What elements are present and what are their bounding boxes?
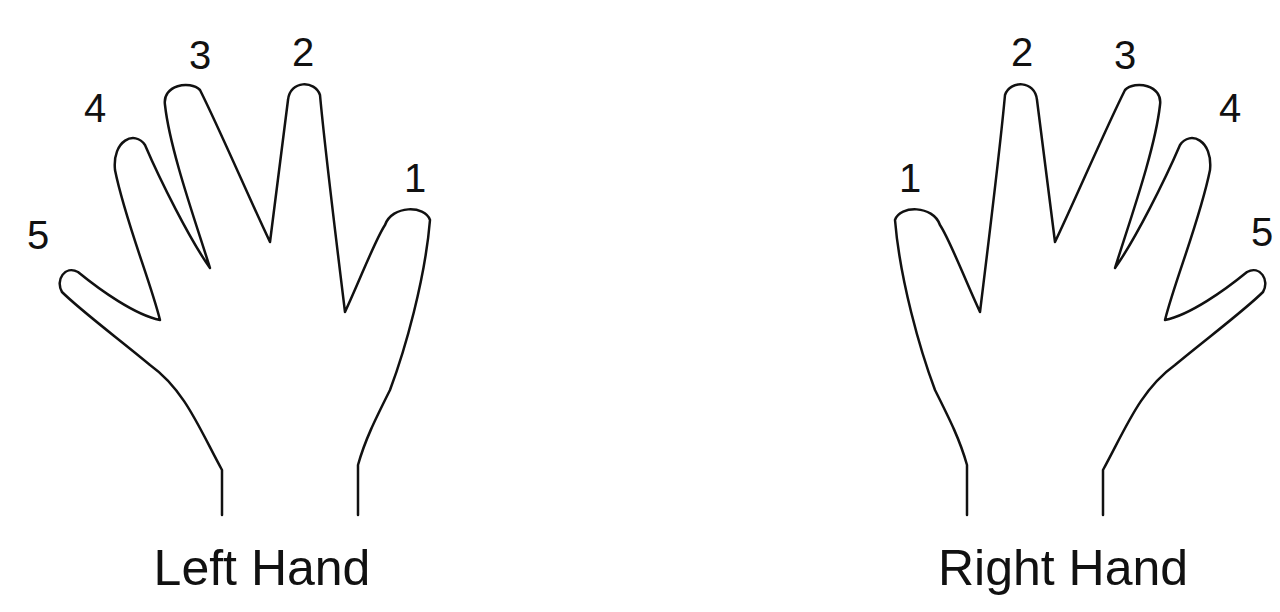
hand-label: Left Hand [154,541,371,596]
hand-label: Right Hand [938,541,1188,596]
left-hand-outline [60,84,430,515]
finger-number: 3 [189,33,211,77]
finger-number: 4 [84,86,106,130]
finger-number: 2 [292,30,314,74]
finger-number: 3 [1114,33,1136,77]
finger-number: 5 [27,213,49,257]
finger-number: 1 [404,156,426,200]
right-hand-outline [895,84,1265,515]
finger-number: 4 [1219,86,1241,130]
finger-number: 1 [899,156,921,200]
finger-number: 2 [1011,30,1033,74]
finger-number: 5 [1251,210,1273,254]
